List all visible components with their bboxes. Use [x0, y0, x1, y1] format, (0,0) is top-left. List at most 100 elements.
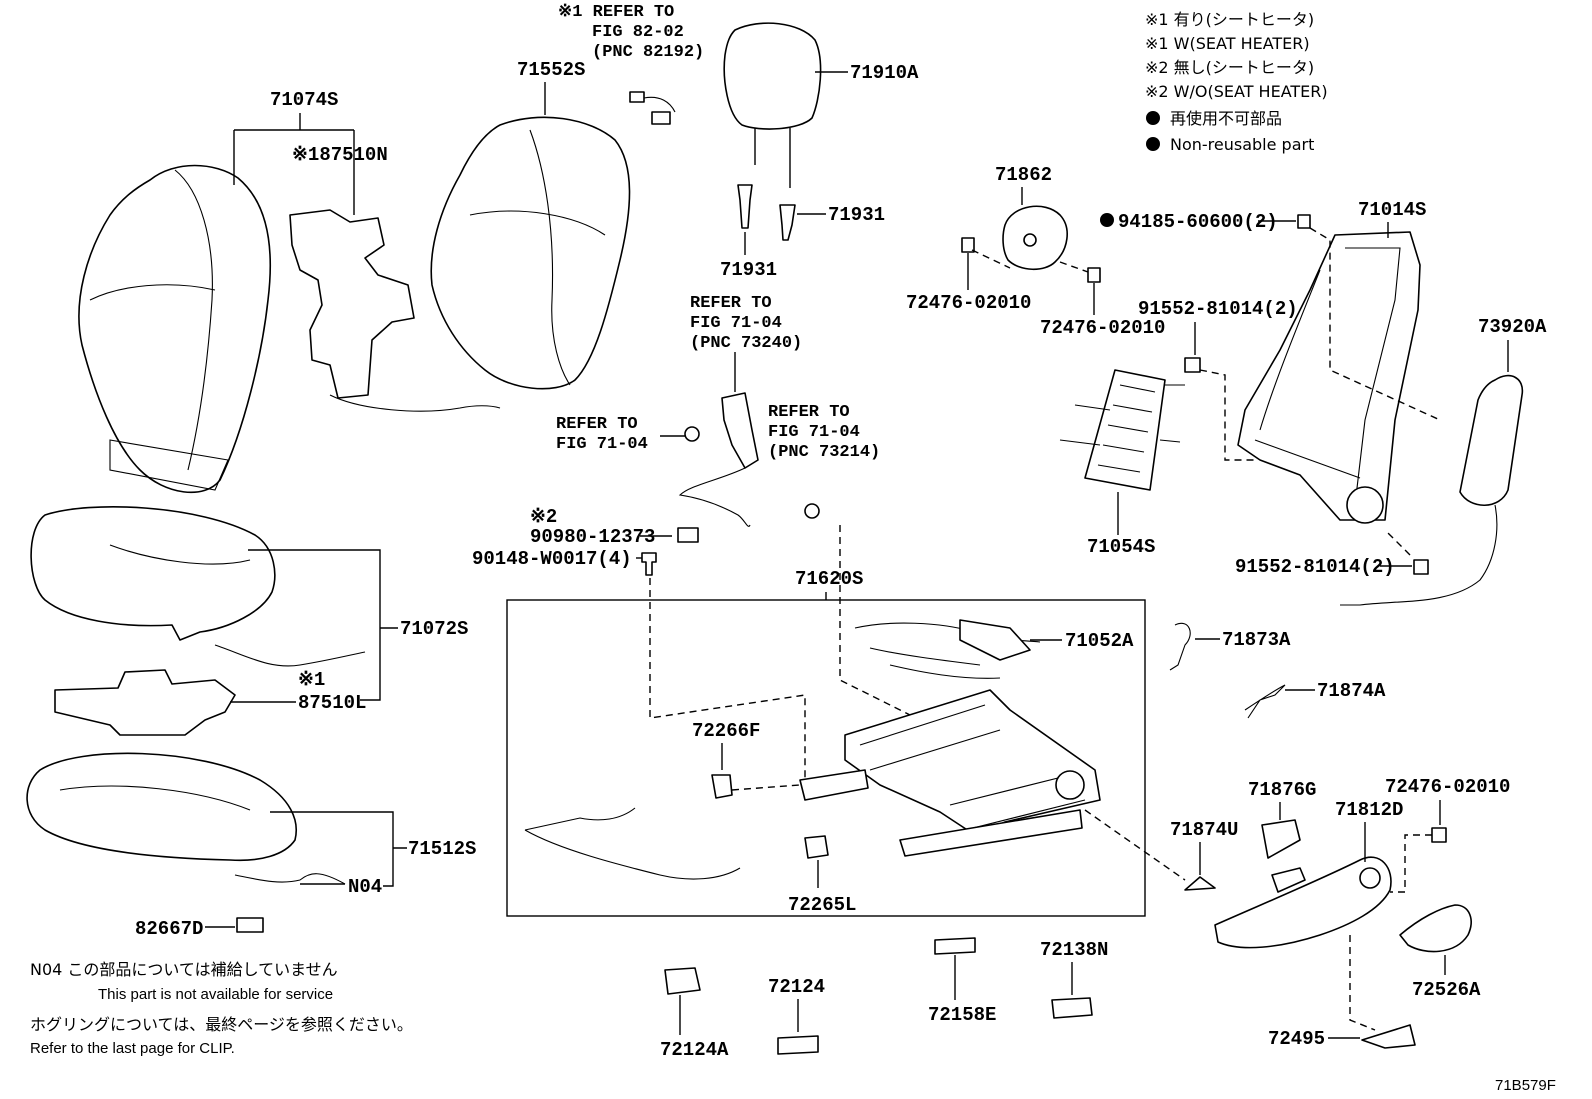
label-87510L: ※1 87510L: [230, 669, 366, 714]
side-cover-71812D-drawing: [1214, 856, 1392, 949]
pnc-72495: 72495: [1268, 1028, 1325, 1050]
pnc-82667D: 82667D: [135, 918, 203, 940]
harness-N04-drawing: N04: [234, 873, 382, 898]
pnc-72476-02010-a: 72476-02010: [906, 292, 1031, 314]
pnc-71072S: 71072S: [400, 618, 468, 640]
label-91552-a: 91552-81014(2): [1138, 298, 1298, 461]
pnc-72476-02010-b: 72476-02010: [1040, 317, 1165, 339]
pnc-72265L: 72265L: [788, 894, 856, 916]
ref-fig-82-02: ※1 REFER TO FIG 82-02 (PNC 82192): [558, 3, 704, 125]
legend-line-3: ※2 無し(シートヒータ): [1145, 58, 1314, 77]
label-71876G: 71876G: [1248, 779, 1316, 893]
legend-nonreusable-en: Non-reusable part: [1170, 135, 1314, 154]
nonreusable-bullet-icon: [1146, 137, 1160, 151]
label-71074S: 71074S: [233, 89, 355, 215]
label-71910A: 71910A: [815, 62, 919, 84]
seat-frame-drawing: [799, 689, 1101, 857]
legend-nonreusable-jp: 再使用不可部品: [1170, 109, 1282, 128]
footnote-clip-en: Refer to the last page for CLIP.: [30, 1040, 235, 1057]
label-72266F: 72266F: [692, 720, 801, 799]
clip-72124-drawing: 72124: [768, 976, 825, 1055]
cushion-cover-drawing: [30, 506, 276, 641]
pnc-94185-60600: 94185-60600(2): [1118, 211, 1278, 233]
airbag-73920A-drawing: 73920A: [1340, 316, 1547, 606]
pnc-71054S: 71054S: [1087, 536, 1155, 558]
seatback-frame-drawing: [1237, 227, 1441, 524]
label-71931-right: 71931: [797, 204, 885, 226]
clip-72138N-drawing: 72138N: [1040, 939, 1108, 1019]
label-91552-b: 91552-81014(2): [1235, 529, 1429, 578]
pnc-71876G: 71876G: [1248, 779, 1316, 801]
pnc-91552-81014-b: 91552-81014(2): [1235, 556, 1395, 578]
pnc-87510N: ※187510N: [292, 144, 388, 166]
ref-73240-line2: FIG 71-04: [690, 314, 782, 333]
ref-fig82-line1: ※1 REFER TO: [558, 3, 674, 22]
pnc-72138N: 72138N: [1040, 939, 1108, 961]
pnc-73920A: 73920A: [1478, 316, 1547, 338]
nonreusable-bullet-icon: [1146, 111, 1160, 125]
seatback-cover-drawing: [78, 164, 272, 494]
label-82667D: 82667D: [135, 917, 264, 940]
pnc-71931-lower: 71931: [720, 259, 777, 281]
nonreusable-bullet-icon: [1100, 213, 1114, 227]
pnc-87510L: 87510L: [298, 692, 366, 714]
label-71552S: 71552S: [517, 59, 585, 115]
seatback-pad-drawing: [430, 116, 631, 390]
pnc-71873A: 71873A: [1222, 629, 1291, 651]
label-72495: 72495: [1268, 935, 1416, 1050]
label-71874A: 71874A: [1244, 680, 1386, 719]
ref-fig-71-04-left: REFER TO FIG 71-04: [556, 415, 700, 454]
clip-72124A-drawing: 72124A: [660, 967, 729, 1061]
pnc-71620S: 71620S: [795, 568, 863, 590]
pnc-71074S: 71074S: [270, 89, 338, 111]
footnote-n04-jp: N04 この部品については補給していません: [30, 960, 338, 979]
assembly-leader-dashes: [649, 525, 1186, 881]
footnotes: N04 この部品については補給していません This part is not a…: [30, 960, 413, 1057]
label-71014S: 71014S: [1358, 199, 1426, 238]
legend: ※1 有り(シートヒータ) ※1 W(SEAT HEATER) ※2 無し(シー…: [1145, 10, 1328, 154]
label-71874U: 71874U: [1170, 819, 1238, 891]
footnote-n04-en: This part is not available for service: [98, 986, 333, 1003]
pnc-87510L-mark: ※1: [298, 669, 325, 691]
label-71512S: 71512S: [270, 811, 476, 887]
cushion-heater-drawing: [54, 644, 366, 736]
seatback-heater-drawing: [289, 209, 501, 412]
wire-harness-drawing: [524, 807, 741, 880]
label-71072S: 71072S: [248, 549, 468, 701]
ref-73214-line3: (PNC 73214): [768, 443, 880, 462]
ref-left-line1: REFER TO: [556, 415, 638, 434]
pnc-71052A: 71052A: [1065, 630, 1134, 652]
label-71812D: 71812D: [1335, 799, 1403, 862]
clip-72158E-drawing: 72158E: [928, 937, 996, 1026]
ref-73214-line1: REFER TO: [768, 403, 850, 422]
frame-assy-box: [506, 599, 1146, 917]
pnc-71812D: 71812D: [1335, 799, 1403, 821]
ref-fig82-line2: FIG 82-02: [592, 23, 684, 42]
pnc-71931-right: 71931: [828, 204, 885, 226]
label-72265L: 72265L: [788, 835, 856, 916]
label-71620S: 71620S: [795, 568, 863, 600]
pnc-72476-02010-c: 72476-02010: [1385, 776, 1510, 798]
legend-line-4: ※2 W/O(SEAT HEATER): [1145, 82, 1328, 101]
label-71052A: 71052A: [1030, 630, 1134, 652]
label-71873A: 71873A: [1169, 622, 1291, 671]
ref-73240-line1: REFER TO: [690, 294, 772, 313]
footnote-clip-jp: ホグリングについては、最終ページを参照ください。: [30, 1015, 413, 1034]
label-72476-b: 72476-02010: [1040, 283, 1165, 339]
headrest-drawing: [723, 22, 822, 188]
figure-id: 71B579F: [1495, 1077, 1556, 1094]
legend-line-1: ※1 有り(シートヒータ): [1145, 10, 1314, 29]
headrest-guide-drawing: [737, 184, 796, 241]
spring-71054S-drawing: [1059, 369, 1185, 491]
pnc-71874A: 71874A: [1317, 680, 1386, 702]
pnc-71552S: 71552S: [517, 59, 585, 81]
pnc-90980-mark: ※2: [530, 506, 557, 528]
pnc-72526A: 72526A: [1412, 979, 1481, 1001]
pnc-90148-W0017: 90148-W0017(4): [472, 548, 632, 570]
pnc-71512S: 71512S: [408, 838, 476, 860]
ref-fig-71-04-pnc-73214: REFER TO FIG 71-04 (PNC 73214): [768, 403, 880, 519]
pnc-N04: N04: [348, 876, 382, 898]
label-72476-c: 72476-02010: [1385, 776, 1510, 893]
knob-72526A-drawing: 72526A: [1399, 904, 1481, 1001]
